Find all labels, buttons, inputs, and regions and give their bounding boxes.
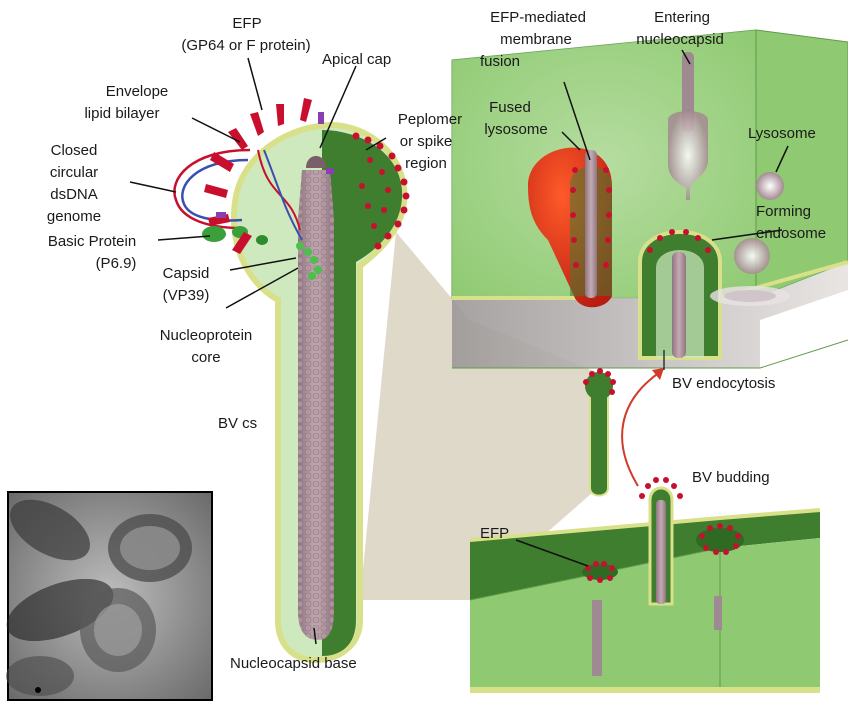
label-envelope-1: Envelope (106, 83, 169, 100)
label-efp-fusion-1: EFP-mediated (490, 9, 586, 26)
label-closed-2: circular (50, 164, 98, 181)
label-entering-1: Entering (654, 9, 710, 26)
label-apical-cap: Apical cap (322, 51, 391, 68)
forming-endosome (640, 229, 720, 358)
label-closed-1: Closed (51, 142, 98, 159)
label-bv-cs: BV cs (218, 415, 257, 432)
budding-cell-panel (470, 510, 820, 690)
label-capsid-1: Capsid (163, 265, 210, 282)
label-efp-fusion-2: membrane (500, 31, 572, 48)
label-peplomer-1: Peplomer (398, 111, 462, 128)
label-peplomer-2: or spike (400, 133, 453, 150)
label-nucleoprotein-1: Nucleoprotein (160, 327, 253, 344)
label-nucleoprotein-2: core (191, 349, 220, 366)
label-efp-fusion-3: fusion (480, 53, 520, 70)
label-nucleocapsid-base: Nucleocapsid base (230, 655, 357, 672)
budding-to-endocytosis-arrow (622, 372, 660, 486)
label-bv-endocytosis: BV endocytosis (672, 375, 775, 392)
label-fused-1: Fused (489, 99, 531, 116)
label-closed-4: genome (47, 208, 101, 225)
label-basic-1: Basic Protein (48, 233, 136, 250)
electron-micrograph (0, 487, 212, 700)
label-envelope-2: lipid bilayer (84, 105, 159, 122)
label-basic-2: (P6.9) (96, 255, 137, 272)
lysosome (756, 172, 784, 200)
label-forming-2: endosome (756, 225, 826, 242)
label-efp-top-1: EFP (232, 15, 261, 32)
label-efp-bottom: EFP (480, 525, 509, 542)
label-forming-1: Forming (756, 203, 811, 220)
label-lysosome: Lysosome (748, 125, 816, 142)
label-efp-top-2: (GP64 or F protein) (181, 37, 310, 54)
arrow-head (652, 368, 664, 380)
label-closed-3: dsDNA (50, 186, 98, 203)
label-fused-2: lysosome (484, 121, 547, 138)
label-entering-2: nucleocapsid (636, 31, 724, 48)
label-peplomer-3: region (405, 155, 447, 172)
label-bv-budding: BV budding (692, 469, 770, 486)
label-capsid-2: (VP39) (163, 287, 210, 304)
